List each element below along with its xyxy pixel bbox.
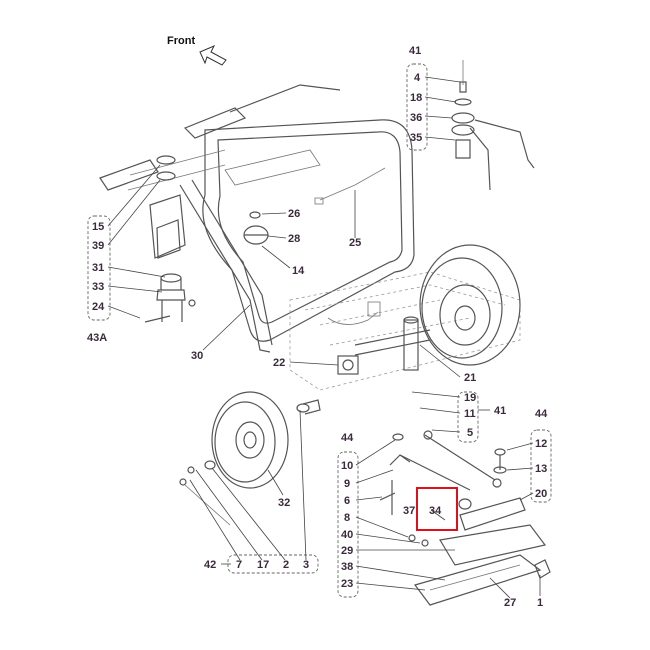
callout-31[interactable]: 31 bbox=[92, 262, 104, 274]
callout-4[interactable]: 4 bbox=[414, 72, 421, 84]
callout-36[interactable]: 36 bbox=[410, 112, 422, 124]
caster-assembly bbox=[144, 155, 196, 323]
callout-28[interactable]: 28 bbox=[288, 233, 300, 245]
callout-43a[interactable]: 43A bbox=[87, 332, 107, 344]
callout-5[interactable]: 5 bbox=[467, 427, 473, 439]
switch-assembly bbox=[243, 211, 269, 245]
callout-41[interactable]: 41 bbox=[409, 45, 421, 57]
callout-3[interactable]: 3 bbox=[303, 559, 309, 571]
callout-12[interactable]: 12 bbox=[535, 438, 547, 450]
callout-34[interactable]: 34 bbox=[429, 505, 442, 517]
bracket bbox=[337, 355, 359, 375]
callout-2[interactable]: 2 bbox=[283, 559, 289, 571]
highlight-box-34 bbox=[416, 487, 458, 531]
callout-18[interactable]: 18 bbox=[410, 92, 422, 104]
callout-14[interactable]: 14 bbox=[292, 265, 305, 277]
callout-20[interactable]: 20 bbox=[535, 488, 547, 500]
linkage-assembly bbox=[379, 430, 551, 606]
callout-44b[interactable]: 44 bbox=[535, 408, 548, 420]
group-brackets bbox=[87, 63, 552, 598]
callout-1[interactable]: 1 bbox=[537, 597, 543, 609]
callout-7[interactable]: 7 bbox=[236, 559, 242, 571]
callout-41b[interactable]: 41 bbox=[494, 405, 506, 417]
callout-21[interactable]: 21 bbox=[464, 372, 476, 384]
callout-25[interactable]: 25 bbox=[349, 237, 361, 249]
front-wheel bbox=[211, 391, 321, 489]
callout-29[interactable]: 29 bbox=[341, 545, 353, 557]
wheel-hardware bbox=[179, 460, 231, 526]
front-arrow-icon bbox=[199, 45, 227, 66]
axle-post bbox=[403, 316, 419, 371]
callout-33[interactable]: 33 bbox=[92, 281, 104, 293]
callout-17[interactable]: 17 bbox=[257, 559, 269, 571]
handle-lever-assembly bbox=[451, 60, 535, 191]
callout-8[interactable]: 8 bbox=[344, 512, 350, 524]
callout-37[interactable]: 37 bbox=[403, 505, 415, 517]
callout-35[interactable]: 35 bbox=[410, 132, 422, 144]
callout-labels: 41 4 18 36 35 15 39 31 33 24 43A 26 28 2… bbox=[87, 45, 548, 609]
callout-38[interactable]: 38 bbox=[341, 561, 353, 573]
callout-27[interactable]: 27 bbox=[504, 597, 516, 609]
callout-32[interactable]: 32 bbox=[278, 497, 290, 509]
callout-6[interactable]: 6 bbox=[344, 495, 350, 507]
callout-26[interactable]: 26 bbox=[288, 208, 300, 220]
callout-22[interactable]: 22 bbox=[273, 357, 285, 369]
cable bbox=[314, 167, 386, 325]
callout-13[interactable]: 13 bbox=[535, 463, 547, 475]
callout-42[interactable]: 42 bbox=[204, 559, 216, 571]
callout-23[interactable]: 23 bbox=[341, 578, 353, 590]
leader-lines bbox=[107, 76, 541, 599]
callout-39[interactable]: 39 bbox=[92, 240, 104, 252]
callout-24[interactable]: 24 bbox=[92, 301, 105, 313]
callout-44[interactable]: 44 bbox=[341, 432, 354, 444]
callout-19[interactable]: 19 bbox=[464, 392, 476, 404]
callout-9[interactable]: 9 bbox=[344, 478, 350, 490]
callout-40[interactable]: 40 bbox=[341, 529, 353, 541]
chassis-plate bbox=[289, 271, 521, 391]
callout-11[interactable]: 11 bbox=[464, 408, 476, 420]
callout-15[interactable]: 15 bbox=[92, 221, 104, 233]
front-label: Front bbox=[167, 35, 195, 47]
callout-10[interactable]: 10 bbox=[341, 460, 353, 472]
frame-tube bbox=[99, 84, 415, 353]
callout-30[interactable]: 30 bbox=[191, 350, 203, 362]
